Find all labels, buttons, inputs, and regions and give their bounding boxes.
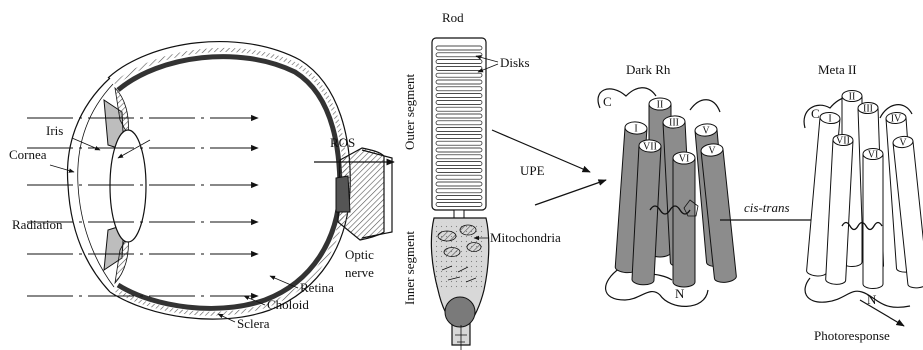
sclera-label: Sclera xyxy=(237,316,270,331)
helix-label: VI xyxy=(868,150,879,161)
choroid-layer xyxy=(114,50,345,314)
helix-label: V xyxy=(708,146,716,157)
helix-label: V xyxy=(899,138,907,149)
meta-title: Meta II xyxy=(818,62,857,77)
rod-disk xyxy=(436,73,482,77)
rod-disk xyxy=(436,94,482,98)
rod-disk xyxy=(436,148,482,152)
helix-label: I xyxy=(828,114,831,125)
mitochondrion-1 xyxy=(438,231,456,241)
rod-disk xyxy=(436,202,482,206)
cornea-label: Cornea xyxy=(9,147,47,162)
rod-disk xyxy=(436,60,482,64)
outer-segment-label: Outer segment xyxy=(402,73,417,150)
helix-label: VII xyxy=(836,136,850,147)
rod-disk xyxy=(436,80,482,84)
rod-disk xyxy=(436,134,482,138)
helix-label: II xyxy=(657,100,664,111)
upe-label: UPE xyxy=(520,163,545,178)
helix-cylinder: VI xyxy=(673,152,695,287)
choloid-label: Choloid xyxy=(267,297,309,312)
helix-label: III xyxy=(669,118,679,129)
rod-disk xyxy=(436,175,482,179)
retina-label: Retina xyxy=(300,280,334,295)
helix-label: I xyxy=(634,124,637,135)
rod-disk xyxy=(436,162,482,166)
mitochondrion-4 xyxy=(467,243,481,252)
rod-title: Rod xyxy=(442,10,464,25)
upe-arrow-2 xyxy=(535,180,606,205)
iris-pointer xyxy=(72,138,100,150)
disks-label: Disks xyxy=(500,55,530,70)
rod-disk xyxy=(436,53,482,57)
dark-rh-n-label: N xyxy=(675,286,685,301)
meta-c-label: C xyxy=(811,106,820,121)
rod-disk xyxy=(436,107,482,111)
rod-disk xyxy=(436,46,482,50)
rod-disk xyxy=(436,155,482,159)
rod-disk xyxy=(436,121,482,125)
radiation-label: Radiation xyxy=(12,217,63,232)
rod-disk xyxy=(436,66,482,70)
cornea-pointer xyxy=(50,165,74,172)
helix-label: VII xyxy=(643,142,657,153)
meta-loops-bottom xyxy=(805,278,910,307)
rod-disk xyxy=(436,168,482,172)
rod-nucleus xyxy=(445,297,475,327)
rod-cilium xyxy=(454,210,464,218)
optic-nerve-disc xyxy=(336,176,350,212)
helix-label: V xyxy=(702,126,710,137)
photoresponse-label: Photoresponse xyxy=(814,328,890,343)
cis-trans-label: cis-trans xyxy=(744,200,790,215)
rod-disk xyxy=(436,114,482,118)
dark-rh-title: Dark Rh xyxy=(626,62,671,77)
optic-nerve-label-2: nerve xyxy=(345,265,374,280)
ros-label: ROS xyxy=(330,135,355,150)
mitochondria-label: Mitochondria xyxy=(490,230,561,245)
rod-disk xyxy=(436,100,482,104)
iris-label: Iris xyxy=(46,123,63,138)
helix-label: IV xyxy=(891,114,902,125)
mitochondrion-2 xyxy=(460,225,476,235)
lens xyxy=(110,130,146,242)
rod-disk xyxy=(436,189,482,193)
rod-disk xyxy=(436,141,482,145)
helix-label: III xyxy=(863,104,873,115)
helix-cylinder: VI xyxy=(863,149,883,289)
rod-disk xyxy=(436,196,482,200)
inner-segment-label: Inner segment xyxy=(402,231,417,305)
helix-label: VI xyxy=(679,154,690,165)
optic-nerve-label-1: Optic xyxy=(345,247,374,262)
retina-layer xyxy=(118,57,340,309)
rod-disk xyxy=(436,182,482,186)
mitochondrion-3 xyxy=(444,248,460,257)
rod-disk xyxy=(436,128,482,132)
eye-diagram: Iris Cornea Radiation Optic nerve Retina… xyxy=(9,42,392,331)
dark-rh-c-label: C xyxy=(603,94,612,109)
helix-label: II xyxy=(849,92,856,103)
rod-disk xyxy=(436,87,482,91)
rod-cell: Rod Disks Outer segment Inner segment Mi… xyxy=(402,10,561,350)
